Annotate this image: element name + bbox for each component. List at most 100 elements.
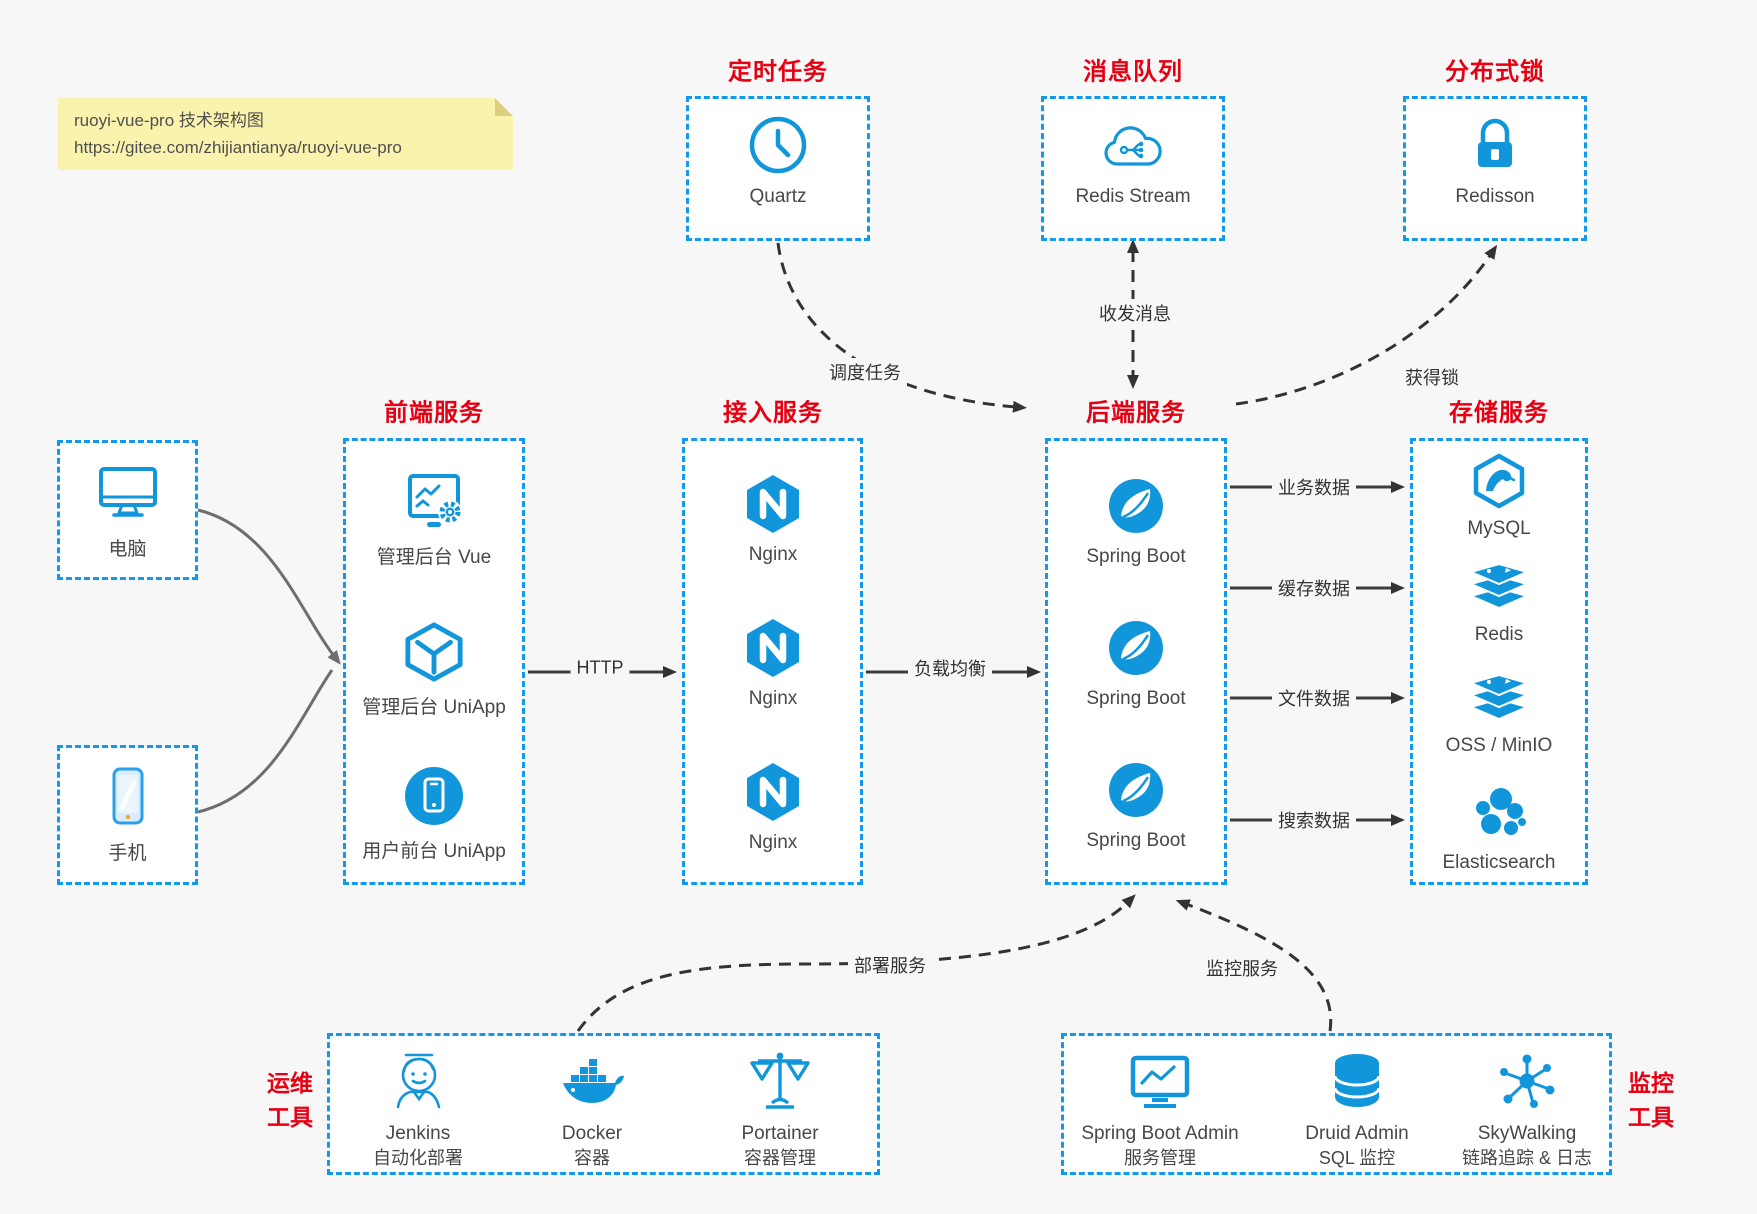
title-backend: 后端服务 (1086, 399, 1186, 427)
skywalking-name: SkyWalking (1477, 1123, 1577, 1144)
mysql-label: MySQL (1467, 518, 1531, 539)
scheduler-box (686, 96, 870, 241)
springboot-label: Spring Boot (1086, 688, 1186, 709)
lock-box (1403, 96, 1587, 241)
node-skywalking: SkyWalking 链路追踪 & 日志 (1422, 1048, 1632, 1170)
edge-label-acquire-lock: 获得锁 (1399, 363, 1465, 391)
node-docker: Docker 容器 (507, 1048, 677, 1170)
admin-dashboard-icon (408, 474, 462, 527)
nginx-label: Nginx (748, 544, 798, 565)
topology-icon (1500, 1054, 1555, 1108)
portainer-name: Portainer (741, 1123, 819, 1144)
edge-label-monitor: 监控服务 (1200, 954, 1284, 982)
title-monitor-tools: 监控 工具 (1628, 1070, 1674, 1130)
druid-admin-desc: SQL 监控 (1318, 1148, 1396, 1168)
quartz-label: Quartz (749, 186, 807, 207)
phone-label: 手机 (108, 843, 147, 864)
computer-label: 电脑 (108, 539, 147, 560)
elasticsearch-label: Elasticsearch (1442, 852, 1556, 873)
skywalking-desc: 链路追踪 & 日志 (1461, 1148, 1592, 1168)
nginx-icon (747, 475, 799, 533)
nginx-label: Nginx (748, 832, 798, 853)
node-portainer: Portainer 容器管理 (695, 1048, 865, 1170)
node-computer: 电脑 (57, 458, 198, 561)
node-jenkins: Jenkins 自动化部署 (333, 1048, 503, 1170)
nginx-icon (747, 763, 799, 821)
nginx-icon (747, 619, 799, 677)
admin-uniapp-label: 管理后台 UniApp (362, 697, 506, 718)
title-gateway: 接入服务 (723, 399, 823, 427)
node-mysql: MySQL (1419, 452, 1579, 540)
elasticsearch-icon (1476, 788, 1526, 835)
node-redisson: Redisson (1415, 112, 1575, 208)
node-druid-admin: Druid Admin SQL 监控 (1252, 1048, 1462, 1170)
mobile-icon (112, 767, 143, 825)
user-uniapp-label: 用户前台 UniApp (362, 841, 506, 862)
portainer-desc: 容器管理 (744, 1148, 816, 1168)
node-nginx-2: Nginx (693, 616, 853, 710)
clock-icon (749, 116, 807, 174)
note-url: https://gitee.com/zhijiantianya/ruoyi-vu… (74, 138, 402, 157)
admin-vue-label: 管理后台 Vue (376, 547, 492, 568)
edge-acquire-lock (1235, 244, 1498, 406)
ops-box (327, 1033, 880, 1175)
desktop-icon (98, 467, 157, 517)
note-title: ruoyi-vue-pro 技术架构图 (74, 111, 264, 130)
edge-schedule (776, 242, 1027, 413)
cloud-stream-icon (1104, 126, 1162, 166)
spring-icon (1109, 621, 1163, 675)
title-mq: 消息队列 (1083, 58, 1183, 86)
admin-monitor-icon (1130, 1055, 1190, 1108)
uniapp-cube-icon (405, 622, 463, 682)
node-springboot-1: Spring Boot (1056, 474, 1216, 568)
springboot-label: Spring Boot (1086, 830, 1186, 851)
edge-label-schedule: 调度任务 (823, 358, 907, 386)
springboot-admin-desc: 服务管理 (1124, 1148, 1196, 1168)
edge-label-message: 收发消息 (1093, 299, 1177, 327)
storage-box (1410, 438, 1588, 885)
note-fold-corner (495, 98, 513, 116)
jenkins-desc: 自动化部署 (373, 1148, 463, 1168)
node-phone: 手机 (57, 762, 198, 865)
springboot-admin-name: Spring Boot Admin (1081, 1123, 1239, 1144)
title-ops-tools: 运维 工具 (267, 1070, 313, 1130)
edge-computer-to-frontend (197, 508, 341, 665)
jenkins-name: Jenkins (385, 1123, 451, 1144)
redis-stack-icon (1468, 562, 1530, 610)
edge-label-cache-data: 缓存数据 (1272, 574, 1356, 602)
node-springboot-3: Spring Boot (1056, 758, 1216, 852)
edge-label-load-balance: 负载均衡 (908, 654, 992, 682)
node-redis: Redis (1419, 558, 1579, 646)
docker-name: Docker (561, 1123, 623, 1144)
mobile-app-icon (405, 767, 463, 825)
springboot-label: Spring Boot (1086, 546, 1186, 567)
node-springboot-2: Spring Boot (1056, 616, 1216, 710)
database-icon (1333, 1054, 1381, 1107)
nginx-label: Nginx (748, 688, 798, 709)
scales-icon (750, 1052, 810, 1109)
docker-desc: 容器 (574, 1148, 610, 1168)
node-quartz: Quartz (698, 112, 858, 208)
redis-stream-label: Redis Stream (1075, 186, 1191, 207)
edge-phone-to-frontend (197, 669, 334, 814)
storage-stack-icon (1468, 673, 1530, 721)
title-lock: 分布式锁 (1445, 58, 1545, 86)
node-oss-minio: OSS / MinIO (1419, 669, 1579, 757)
mysql-icon (1473, 453, 1525, 509)
druid-admin-name: Druid Admin (1305, 1123, 1409, 1144)
mq-box (1041, 96, 1225, 241)
title-scheduler: 定时任务 (728, 58, 828, 86)
jenkins-icon (396, 1053, 441, 1109)
edge-label-http: HTTP (570, 656, 630, 680)
edge-label-search-data: 搜索数据 (1272, 806, 1356, 834)
redisson-label: Redisson (1455, 186, 1535, 207)
title-frontend: 前端服务 (384, 399, 484, 427)
node-springboot-admin: Spring Boot Admin 服务管理 (1055, 1048, 1265, 1170)
oss-minio-label: OSS / MinIO (1445, 735, 1553, 756)
redis-label: Redis (1474, 624, 1524, 645)
title-storage: 存储服务 (1449, 399, 1549, 427)
node-admin-vue: 管理后台 Vue (354, 470, 514, 569)
sticky-note: ruoyi-vue-pro 技术架构图 https://gitee.com/zh… (58, 98, 513, 170)
spring-icon (1109, 763, 1163, 817)
